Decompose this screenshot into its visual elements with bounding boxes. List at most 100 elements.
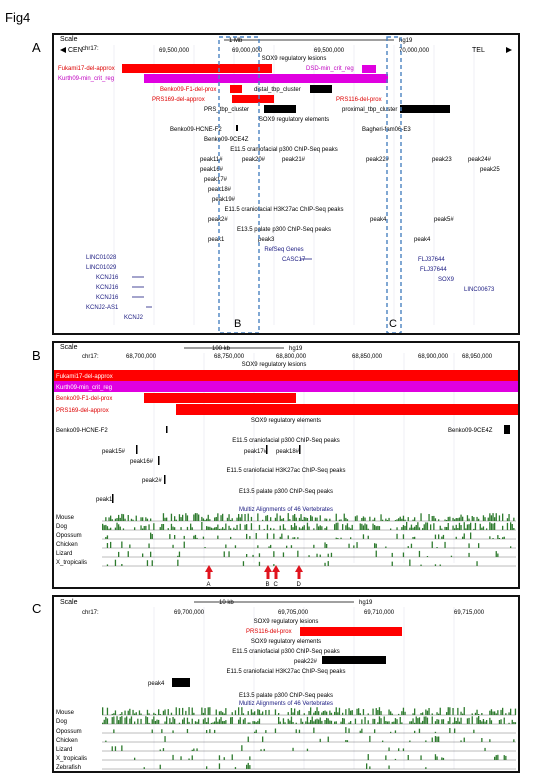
peak16: peak16#	[200, 167, 224, 173]
ce4z-label: Benko09-9CE4Z	[204, 137, 249, 143]
hcne-label: Benko09-HCNE-F2	[56, 428, 108, 434]
species-xtrop: X_tropicalis	[56, 560, 87, 566]
p300-title: E11.5 craniofacial p300 ChIP-Seq peaks	[230, 147, 338, 153]
zoom-b-label: B	[234, 318, 241, 330]
chrom-label: chr17:	[82, 46, 99, 52]
assembly-label: hg19	[289, 346, 303, 352]
scale-value: 100 kb	[212, 346, 231, 352]
gene-flj37644-a: FLJ37644	[418, 257, 445, 263]
peak24: peak24#	[468, 157, 492, 163]
tel-label: TEL	[472, 47, 485, 54]
panel-c: Scale 10 kb hg19 chr17: 69,700,000 69,70…	[52, 595, 520, 773]
gene-kcnj2-as1: KCNJ2-AS1	[86, 305, 119, 311]
arrow-c-icon	[272, 565, 280, 579]
fukami-bar	[54, 370, 518, 381]
refseq-title: RefSeq Genes	[264, 247, 303, 253]
tick-5: 68,900,000	[418, 354, 449, 360]
fukami-label: Fukami17-del-approx	[56, 374, 113, 380]
chrom-label: chr17:	[82, 610, 99, 616]
gene-linc00673: LINC00673	[464, 287, 495, 293]
h3k27-title: E11.5 craniofacial H3K27ac ChIP-Seq peak…	[227, 468, 346, 474]
tick-3: 69,500,000	[314, 48, 345, 54]
panel-b: Scale 100 kb hg19 chr17: 68,700,000 68,7…	[52, 341, 520, 589]
panel-c-browser: Scale 10 kb hg19 chr17: 69,700,000 69,70…	[56, 599, 517, 771]
species-mouse: Mouse	[56, 515, 75, 521]
kurth-bar	[54, 381, 518, 392]
peak17: peak17#	[244, 449, 268, 455]
hcne-label: Benko09-HCNE-F2	[170, 127, 222, 133]
peak4-palate: peak4	[414, 237, 431, 243]
peak17: peak17#	[204, 177, 228, 183]
species-zebrafish: Zebrafish	[56, 765, 81, 771]
peak15: peak15#	[102, 449, 126, 455]
h3k27-title: E11.5 craniofacial H3K27ac ChIP-Seq peak…	[227, 669, 346, 675]
gene-kcnj16-a: KCNJ16	[96, 275, 119, 281]
species-chicken: Chicken	[56, 542, 78, 548]
peak22: peak22#	[366, 157, 390, 163]
benko-bar	[144, 393, 296, 403]
scale-value: 1 Mb	[229, 38, 243, 44]
panel-b-browser: Scale 100 kb hg19 chr17: 68,700,000 68,7…	[54, 344, 518, 587]
peak18: peak18#	[208, 187, 232, 193]
tick-6: 68,950,000	[462, 354, 493, 360]
species-dog: Dog	[56, 719, 67, 725]
prs116-label: PRS116-del-prox	[246, 629, 292, 635]
panel-a: Scale 1 Mb hg19 chr17: CEN TEL 69,500,00…	[52, 33, 520, 335]
peak18: peak18#	[276, 449, 300, 455]
fukami-label: Fukami17-del-approx	[58, 66, 115, 72]
fukami-bar	[122, 64, 272, 73]
tick-4: 70,000,000	[399, 48, 430, 54]
peak5: peak5#	[434, 217, 454, 223]
gene-casc17: CASC17	[282, 257, 306, 263]
elements-title: SOX9 regulatory elements	[251, 418, 321, 424]
tick-1: 68,700,000	[126, 354, 157, 360]
peak20: peak20#	[242, 157, 266, 163]
kurth-label: Kurth09-min_crit_reg	[58, 76, 114, 82]
proximal-bar	[400, 105, 450, 113]
tick-2: 69,000,000	[232, 48, 263, 54]
panel-a-letter: A	[32, 40, 41, 55]
tick-1: 69,700,000	[174, 610, 205, 616]
scale-label: Scale	[60, 344, 78, 351]
prs-tbp-label: PRS_tbp_cluster	[204, 107, 249, 113]
arrow-label-c: C	[274, 582, 279, 587]
peak2: peak2#	[142, 478, 162, 484]
species-chicken: Chicken	[56, 738, 78, 744]
prs116-label: PRS116-del-prox	[336, 97, 382, 103]
assembly-label: hg19	[399, 38, 413, 44]
prs169-bar	[232, 95, 274, 103]
arrow-label-b: B	[266, 582, 270, 587]
peak1-palate: peak1	[208, 237, 225, 243]
species-opossum: Opossum	[56, 729, 82, 735]
multiz-title: Multiz Alignments of 46 Vertebrates	[239, 701, 333, 707]
benko-label: Benko09-F1-del-prox	[56, 396, 112, 402]
tick-1: 69,500,000	[159, 48, 190, 54]
zoom-c-label: C	[389, 318, 397, 330]
benko-label: Benko09-F1-del-prox	[160, 87, 216, 93]
distal-label: distal_tbp_cluster	[254, 87, 301, 93]
peak4: peak4	[148, 681, 165, 687]
tick-3: 68,800,000	[276, 354, 307, 360]
zoom-box-c	[386, 36, 402, 333]
species-mouse: Mouse	[56, 710, 75, 716]
assembly-label: hg19	[359, 600, 373, 606]
palate-title: E13.5 palate p300 ChIP-Seq peaks	[237, 227, 331, 233]
h3k27-title: E11.5 craniofacial H3K27ac ChIP-Seq peak…	[225, 207, 344, 213]
arrow-a-icon	[205, 565, 213, 579]
peak19: peak19#	[212, 197, 236, 203]
cen-label: CEN	[68, 47, 83, 54]
tick-4: 69,715,000	[454, 610, 485, 616]
peak23: peak23	[432, 157, 452, 163]
lesions-title: SOX9 regulatory lesions	[242, 362, 307, 368]
p300-title: E11.5 craniofacial p300 ChIP-Seq peaks	[232, 438, 340, 444]
p300-title: E11.5 craniofacial p300 ChIP-Seq peaks	[232, 649, 340, 655]
kurth-bar	[144, 74, 388, 83]
palate-title: E13.5 palate p300 ChIP-Seq peaks	[239, 489, 333, 495]
dsd-bar	[362, 65, 376, 73]
peak22-bar	[322, 656, 386, 664]
distal-bar	[310, 85, 332, 93]
gene-kcnj16-b: KCNJ16	[96, 285, 119, 291]
tick-2: 68,750,000	[214, 354, 245, 360]
panel-b-conservation	[102, 513, 516, 567]
